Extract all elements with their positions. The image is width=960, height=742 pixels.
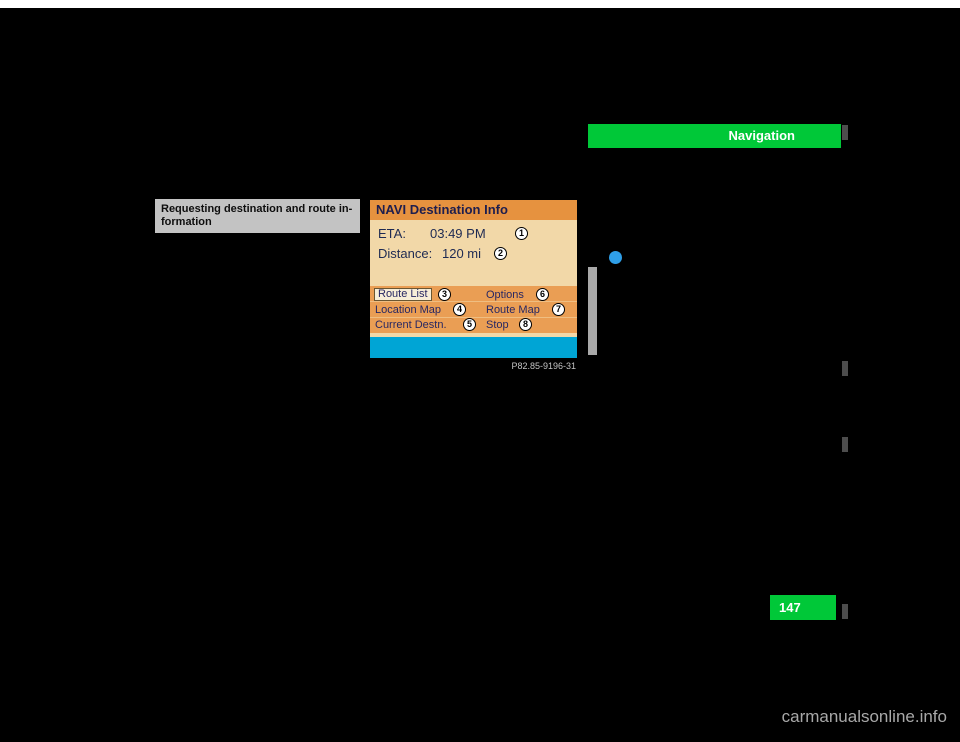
page-top-margin bbox=[0, 0, 960, 8]
edge-mark bbox=[842, 361, 848, 376]
menu-item-route-map: Route Map bbox=[486, 304, 540, 316]
section-heading-line1: Requesting destination and route in- bbox=[161, 203, 353, 215]
figure-caption: P82.85-9196-31 bbox=[511, 361, 576, 371]
eta-label: ETA: bbox=[378, 226, 406, 241]
menu-separator bbox=[370, 317, 577, 318]
site-watermark: carmanualsonline.info bbox=[781, 707, 947, 726]
nav-screen: NAVI Destination Info ETA: 03:49 PM 1 Di… bbox=[370, 200, 577, 358]
callout-1: 1 bbox=[515, 227, 528, 240]
callout-7: 7 bbox=[552, 303, 565, 316]
list-bullet-dot bbox=[609, 251, 622, 264]
callout-2: 2 bbox=[494, 247, 507, 260]
callout-8: 8 bbox=[519, 318, 532, 331]
nav-screen-status-bar bbox=[370, 337, 577, 358]
menu-item-current-destn: Current Destn. bbox=[375, 319, 447, 331]
edge-mark bbox=[842, 604, 848, 619]
distance-label: Distance: bbox=[378, 246, 433, 261]
chapter-header: Navigation bbox=[588, 124, 841, 148]
menu-item-stop: Stop bbox=[486, 319, 509, 331]
callout-6: 6 bbox=[536, 288, 549, 301]
section-heading-box: Requesting destination and route in- for… bbox=[155, 199, 360, 233]
distance-value: 120 mi bbox=[442, 246, 482, 261]
nav-screen-title: NAVI Destination Info bbox=[370, 200, 577, 220]
callout-4: 4 bbox=[453, 303, 466, 316]
menu-separator bbox=[370, 301, 577, 302]
section-heading-line2: formation bbox=[161, 216, 212, 228]
menu-item-options: Options bbox=[486, 289, 524, 301]
menu-item-route-list: Route List bbox=[374, 288, 432, 301]
eta-value: 03:49 PM bbox=[430, 226, 486, 241]
callout-5: 5 bbox=[463, 318, 476, 331]
callout-3: 3 bbox=[438, 288, 451, 301]
edge-mark bbox=[842, 437, 848, 452]
edge-mark bbox=[842, 125, 848, 140]
figure-nav-destination-info: NAVI Destination Info ETA: 03:49 PM 1 Di… bbox=[370, 200, 577, 371]
margin-bar bbox=[588, 267, 597, 355]
menu-item-location-map: Location Map bbox=[375, 304, 442, 316]
page-number: 147 bbox=[770, 595, 836, 620]
